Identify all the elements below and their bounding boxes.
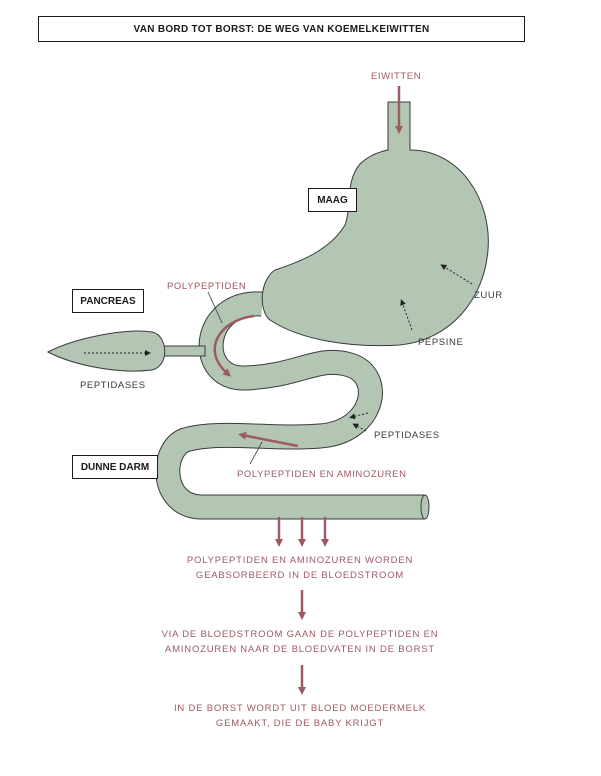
aminozuren-label: POLYPEPTIDEN EN AMINOZUREN [237, 469, 407, 480]
intestine-end [420, 494, 430, 520]
stomach [261, 101, 489, 347]
polypeptiden-arrow [213, 314, 255, 377]
step-bloodstream: VIA DE BLOEDSTROOM GAAN DE POLYPEPTIDEN … [100, 627, 500, 657]
step-absorption: POLYPEPTIDEN EN AMINOZUREN WORDEN GEABSO… [100, 553, 500, 583]
polypeptiden-leader [207, 291, 223, 324]
aminozuren-leader [249, 441, 263, 465]
pepsine-label: PEPSINE [418, 337, 464, 348]
zuur-label: ZUUR [474, 290, 503, 301]
step-breastmilk: IN DE BORST WORDT UIT BLOED MOEDERMELK G… [100, 701, 500, 731]
page-title: VAN BORD TOT BORST: DE WEG VAN KOEMELKEI… [38, 16, 525, 42]
step-breastmilk-line2: GEMAAKT, DIE DE BABY KRIJGT [215, 718, 385, 729]
dunne-darm-label: DUNNE DARM [72, 455, 158, 479]
pancreas-peptidases-label: PEPTIDASES [80, 380, 146, 391]
aminozuren-arrow [238, 431, 299, 448]
step-absorption-line1: POLYPEPTIDEN EN AMINOZUREN WORDEN [186, 555, 414, 566]
polypeptiden-label: POLYPEPTIDEN [167, 281, 247, 292]
step-breastmilk-line1: IN DE BORST WORDT UIT BLOED MOEDERMELK [173, 703, 427, 714]
step-bloodstream-line1: VIA DE BLOEDSTROOM GAAN DE POLYPEPTIDEN … [161, 629, 439, 640]
step-absorption-line2: GEABSORBEERD IN DE BLOEDSTROOM [195, 570, 405, 581]
zuur-arrow [440, 264, 473, 285]
darm-peptidases-label: PEPTIDASES [374, 430, 440, 441]
pancreas-organ [46, 330, 206, 372]
pancreas-label: PANCREAS [72, 289, 144, 313]
eiwitten-label: EIWITTEN [371, 71, 422, 82]
step-bloodstream-line2: AMINOZUREN NAAR DE BLOEDVATEN IN DE BORS… [165, 644, 435, 655]
pepsine-arrow [400, 299, 413, 331]
maag-label: MAAG [308, 188, 357, 212]
small-intestine [155, 291, 430, 520]
darm-peptidases-arrow-1 [349, 412, 369, 420]
